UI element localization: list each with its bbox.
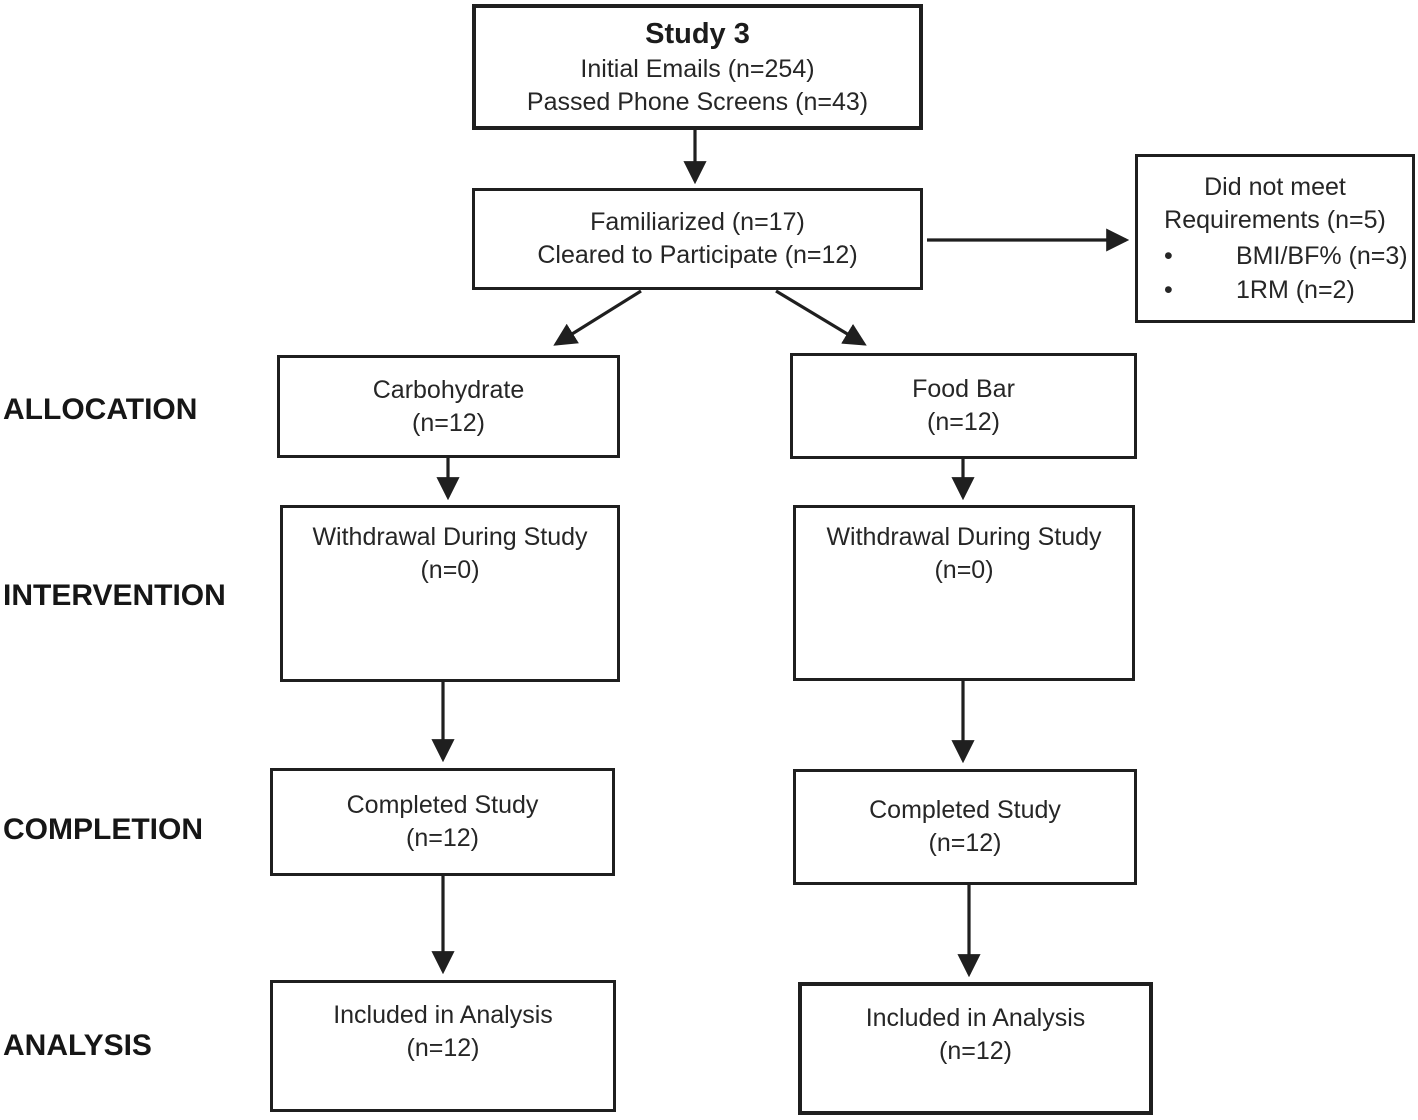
box-carbohydrate: Carbohydrate (n=12) [277, 355, 620, 458]
box-completed-line: Completed Study [869, 796, 1061, 824]
box-withdrawal-line: Withdrawal During Study [312, 523, 588, 551]
arrow-familiarized-to-food-bar [775, 289, 867, 346]
box-analysis-line: (n=12) [406, 1034, 480, 1062]
box-withdrawal-line: (n=0) [420, 556, 480, 584]
box-did-not-meet-requirements: Did not meet Requirements (n=5) BMI/BF% … [1135, 154, 1415, 323]
excluded-bullet-list: BMI/BF% (n=3) 1RM (n=2) [1138, 239, 1412, 307]
box-included-in-analysis-carbohydrate: Included in Analysis (n=12) [270, 980, 616, 1112]
excluded-bullet-item: BMI/BF% (n=3) [1138, 239, 1412, 273]
box-carbohydrate-line: (n=12) [412, 408, 485, 437]
box-withdrawal-food-bar: Withdrawal During Study (n=0) [793, 505, 1135, 681]
box-food-bar-line: (n=12) [927, 408, 1000, 436]
box-study-title: Study 3 [645, 18, 750, 50]
box-familiarized-line: Familiarized (n=17) [590, 208, 805, 236]
box-completed-line: (n=12) [406, 824, 479, 852]
box-analysis-line: (n=12) [939, 1037, 1012, 1065]
box-excluded-line: Requirements (n=5) [1164, 206, 1386, 234]
box-study-line: Initial Emails (n=254) [580, 55, 815, 83]
stage-label-intervention: INTERVENTION [3, 579, 226, 612]
box-completed-line: (n=12) [928, 829, 1002, 857]
box-analysis-line: Included in Analysis [865, 1004, 1086, 1032]
box-withdrawal-line: (n=0) [934, 556, 994, 584]
stage-label-analysis: ANALYSIS [3, 1029, 152, 1062]
box-withdrawal-carbohydrate: Withdrawal During Study (n=0) [280, 505, 620, 682]
box-food-bar: Food Bar (n=12) [790, 353, 1137, 459]
excluded-bullet-item: 1RM (n=2) [1138, 273, 1412, 307]
box-completed-line: Completed Study [346, 791, 539, 819]
box-completed-carbohydrate: Completed Study (n=12) [270, 768, 615, 876]
box-familiarized: Familiarized (n=17) Cleared to Participa… [472, 188, 923, 290]
box-included-in-analysis-food-bar: Included in Analysis (n=12) [798, 982, 1153, 1115]
box-analysis-line: Included in Analysis [333, 1001, 553, 1029]
box-food-bar-line: Food Bar [912, 375, 1015, 403]
box-study: Study 3 Initial Emails (n=254) Passed Ph… [472, 4, 923, 130]
box-excluded-line: Did not meet [1204, 173, 1346, 201]
box-completed-food-bar: Completed Study (n=12) [793, 769, 1137, 885]
arrow-familiarized-to-carbohydrate [553, 289, 642, 346]
stage-label-allocation: ALLOCATION [3, 393, 198, 426]
box-withdrawal-line: Withdrawal During Study [826, 523, 1102, 551]
box-carbohydrate-line: Carbohydrate [372, 375, 525, 404]
box-study-line: Passed Phone Screens (n=43) [526, 88, 869, 116]
box-familiarized-line: Cleared to Participate (n=12) [537, 241, 858, 269]
stage-label-completion: COMPLETION [3, 813, 203, 846]
